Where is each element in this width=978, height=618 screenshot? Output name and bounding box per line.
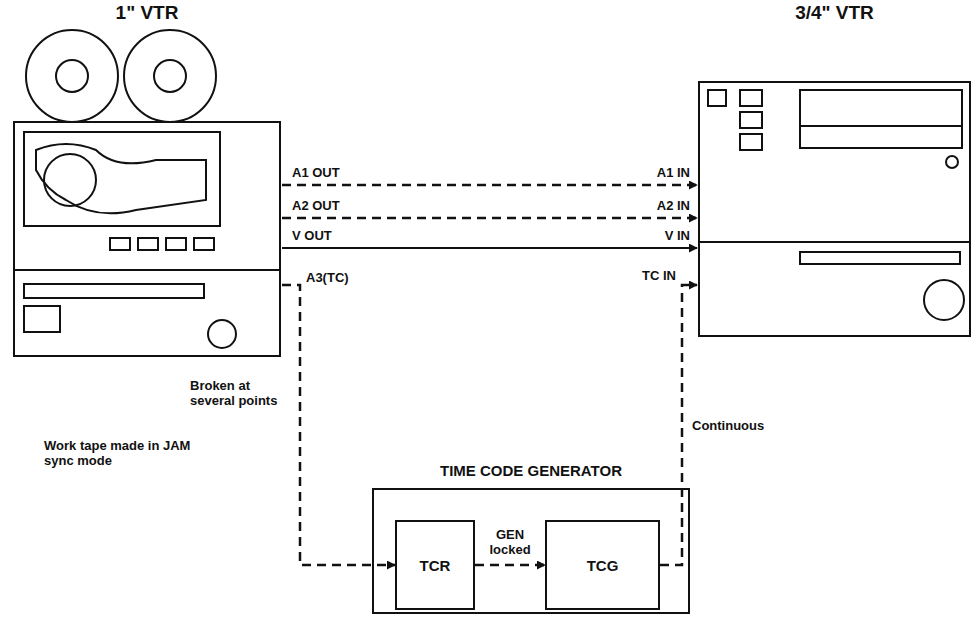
signal-name: A3(TC): [306, 270, 386, 285]
note: Broken at several points: [190, 378, 294, 408]
signal-name: A1 OUT: [292, 165, 382, 180]
signal-name: A1 IN: [590, 165, 690, 180]
dashed-signal-line: [282, 217, 697, 220]
three-quarter-vtr-illustration: [699, 82, 970, 336]
generator-box: TCG: [545, 520, 660, 610]
signal-name: A2 IN: [590, 198, 690, 213]
node-title: TCR: [420, 557, 451, 574]
vtr-machine: 1" VTR: [12, 2, 282, 358]
note: Continuous: [692, 418, 792, 433]
signal-name: V IN: [590, 228, 690, 243]
dashed-signal-line: [475, 564, 545, 567]
video-line: [282, 247, 697, 249]
signal-name: TC IN: [596, 268, 676, 283]
signal-name: A2 OUT: [292, 198, 382, 213]
dashed-signal-line: [282, 285, 395, 565]
node-title: TCG: [587, 557, 619, 574]
node-title: 3/4" VTR: [697, 2, 972, 24]
dashed-signal-line: [282, 184, 697, 187]
one-inch-vtr-illustration: [14, 30, 280, 356]
generator-box: TIME CODE GENERATOR TCR TCG: [372, 456, 690, 616]
note: Work tape made in JAM sync mode: [44, 438, 214, 468]
node-title: TIME CODE GENERATOR: [372, 456, 690, 479]
signal-name: V OUT: [292, 228, 382, 243]
edge-label: GEN locked: [480, 527, 540, 557]
vtr-machine: 3/4" VTR: [697, 2, 972, 338]
dashed-signal-line: [660, 285, 697, 565]
reader-box: TCR: [395, 520, 475, 610]
node-title: 1" VTR: [12, 2, 282, 24]
